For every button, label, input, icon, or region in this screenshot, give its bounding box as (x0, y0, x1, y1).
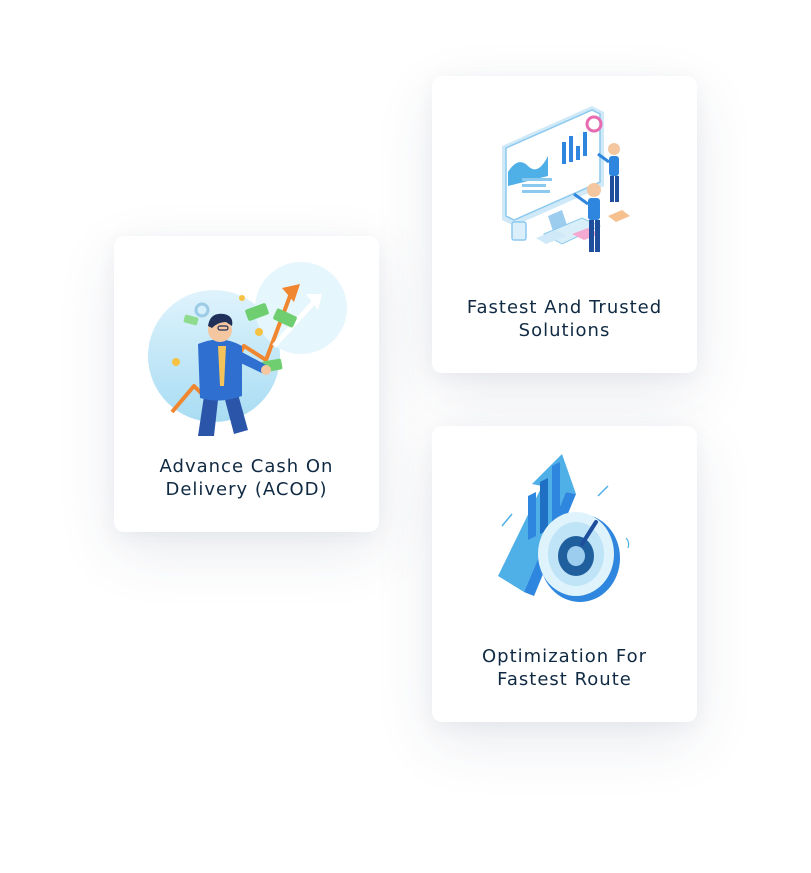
card-title-acod: Advance Cash On Delivery (ACOD) (114, 455, 379, 501)
card-title-line: Optimization For (482, 646, 647, 667)
card-title-optimization: Optimization For Fastest Route (432, 645, 697, 691)
cash-growth-illustration (148, 262, 347, 436)
card-title-line: Fastest Route (497, 669, 632, 690)
feature-card-acod: Advance Cash On Delivery (ACOD) (114, 236, 379, 532)
speed-optimization-illustration (498, 454, 630, 602)
card-title-line: Advance Cash On (159, 456, 334, 477)
card-title-line: Solutions (518, 320, 611, 341)
card-title-line: Fastest And Trusted (466, 297, 663, 318)
card-title-fastest: Fastest And Trusted Solutions (432, 296, 697, 342)
feature-card-optimization: Optimization For Fastest Route (432, 426, 697, 722)
card-title-line: Delivery (ACOD) (165, 479, 328, 500)
analytics-dashboard-illustration (502, 106, 630, 252)
feature-card-fastest-solutions: Fastest And Trusted Solutions (432, 76, 697, 373)
